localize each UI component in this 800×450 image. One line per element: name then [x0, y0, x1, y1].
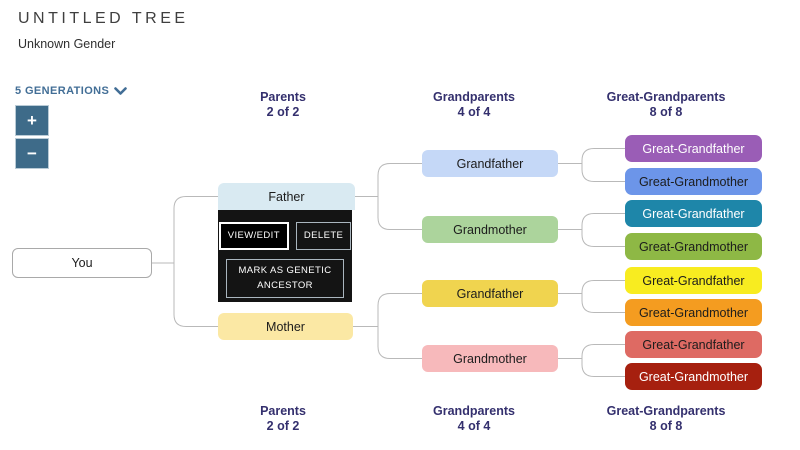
- node-great-grandfather-1[interactable]: Great-Grandfather: [625, 135, 762, 162]
- gender-label: Unknown Gender: [18, 37, 116, 51]
- node-great-grandfather-2[interactable]: Great-Grandfather: [625, 200, 762, 227]
- node-great-grandfather-4[interactable]: Great-Grandfather: [625, 331, 762, 358]
- column-header-count: 2 of 2: [266, 105, 300, 119]
- mark-genetic-ancestor-button[interactable]: MARK AS GENETIC ANCESTOR: [226, 259, 344, 298]
- node-maternal-grandmother[interactable]: Grandmother: [422, 345, 558, 372]
- column-header-label: Parents: [260, 404, 306, 418]
- node-great-grandmother-1[interactable]: Great-Grandmother: [625, 168, 762, 195]
- column-header-label: Great-Grandparents: [606, 90, 726, 104]
- column-header-label: Grandparents: [433, 90, 515, 104]
- generations-label: 5 GENERATIONS: [15, 85, 110, 97]
- node-great-grandmother-2[interactable]: Great-Grandmother: [625, 233, 762, 260]
- node-maternal-grandfather[interactable]: Grandfather: [422, 280, 558, 307]
- node-great-grandmother-3[interactable]: Great-Grandmother: [625, 299, 762, 326]
- column-header-count: 8 of 8: [649, 105, 683, 119]
- node-paternal-grandfather[interactable]: Grandfather: [422, 150, 558, 177]
- zoom-out-button[interactable]: −: [15, 138, 49, 169]
- node-mother[interactable]: Mother: [218, 313, 353, 340]
- node-great-grandfather-3[interactable]: Great-Grandfather: [625, 267, 762, 294]
- column-header-great-grandparents-bottom: Great-Grandparents 8 of 8: [581, 404, 751, 434]
- column-header-great-grandparents-top: Great-Grandparents 8 of 8: [581, 90, 751, 120]
- delete-button[interactable]: DELETE: [295, 222, 352, 251]
- column-header-parents-bottom: Parents 2 of 2: [198, 404, 368, 434]
- column-header-grandparents-bottom: Grandparents 4 of 4: [389, 404, 559, 434]
- column-header-grandparents-top: Grandparents 4 of 4: [389, 90, 559, 120]
- column-header-count: 4 of 4: [457, 105, 491, 119]
- node-paternal-grandmother[interactable]: Grandmother: [422, 216, 558, 243]
- node-father[interactable]: Father: [218, 183, 355, 210]
- page-title: UNTITLED TREE: [18, 10, 189, 27]
- node-you[interactable]: You: [12, 248, 152, 278]
- column-header-count: 4 of 4: [457, 419, 491, 433]
- generations-dropdown[interactable]: 5 GENERATIONS: [15, 85, 128, 97]
- zoom-controls: + −: [15, 105, 49, 169]
- node-context-menu: VIEW/EDIT DELETE MARK AS GENETIC ANCESTO…: [218, 210, 352, 302]
- context-menu-row: VIEW/EDIT DELETE: [218, 222, 352, 251]
- column-header-label: Grandparents: [433, 404, 515, 418]
- chevron-down-icon: [114, 86, 128, 95]
- column-header-parents-top: Parents 2 of 2: [198, 90, 368, 120]
- column-header-label: Great-Grandparents: [606, 404, 726, 418]
- column-header-label: Parents: [260, 90, 306, 104]
- node-great-grandmother-4[interactable]: Great-Grandmother: [625, 363, 762, 390]
- zoom-in-button[interactable]: +: [15, 105, 49, 136]
- column-header-count: 2 of 2: [266, 419, 300, 433]
- column-header-count: 8 of 8: [649, 419, 683, 433]
- view-edit-button[interactable]: VIEW/EDIT: [218, 222, 289, 251]
